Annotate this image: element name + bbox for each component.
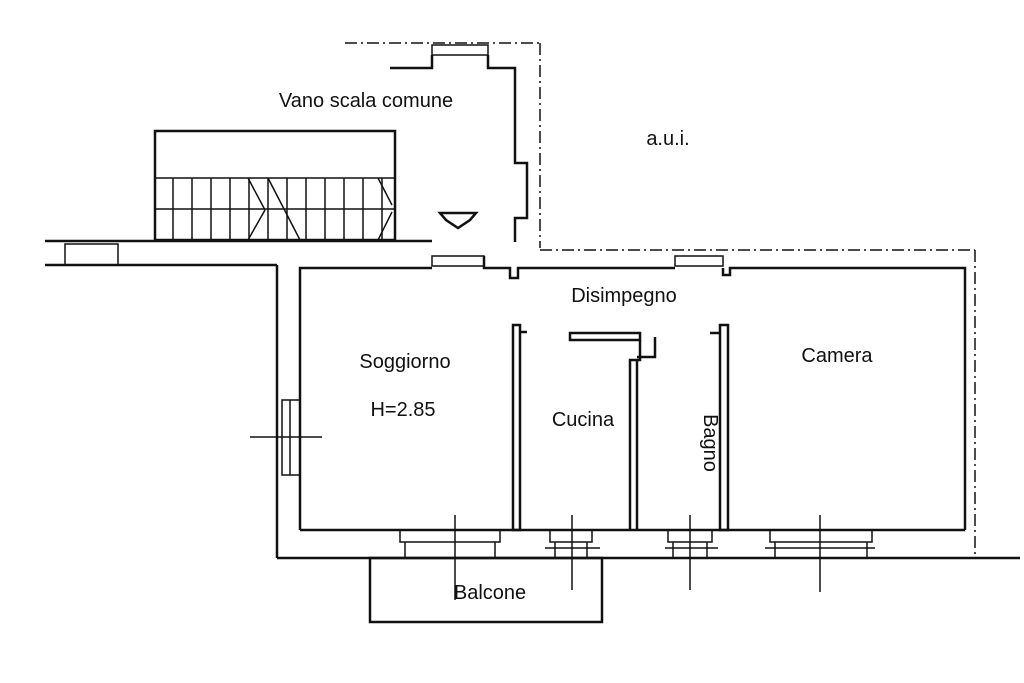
- section-markers: [250, 436, 875, 600]
- label-living-room: Soggiorno: [359, 351, 450, 373]
- label-kitchen: Cucina: [552, 409, 615, 431]
- entrance-arrow-icon: [437, 211, 479, 230]
- building-walls: [45, 239, 1020, 560]
- label-stairwell: Vano scala comune: [279, 90, 453, 112]
- balcony-outline: [368, 556, 604, 624]
- label-hallway: Disimpegno: [571, 285, 677, 307]
- interior-walls: [511, 323, 730, 532]
- label-ceiling-height: H=2.85: [370, 399, 435, 421]
- staircase: [153, 129, 397, 242]
- label-balcony: Balcone: [454, 582, 526, 604]
- stairwell-walls: [345, 42, 541, 248]
- label-bedroom: Camera: [801, 345, 873, 367]
- label-other-unit: a.u.i.: [646, 128, 689, 150]
- label-bathroom: Bagno: [699, 414, 721, 472]
